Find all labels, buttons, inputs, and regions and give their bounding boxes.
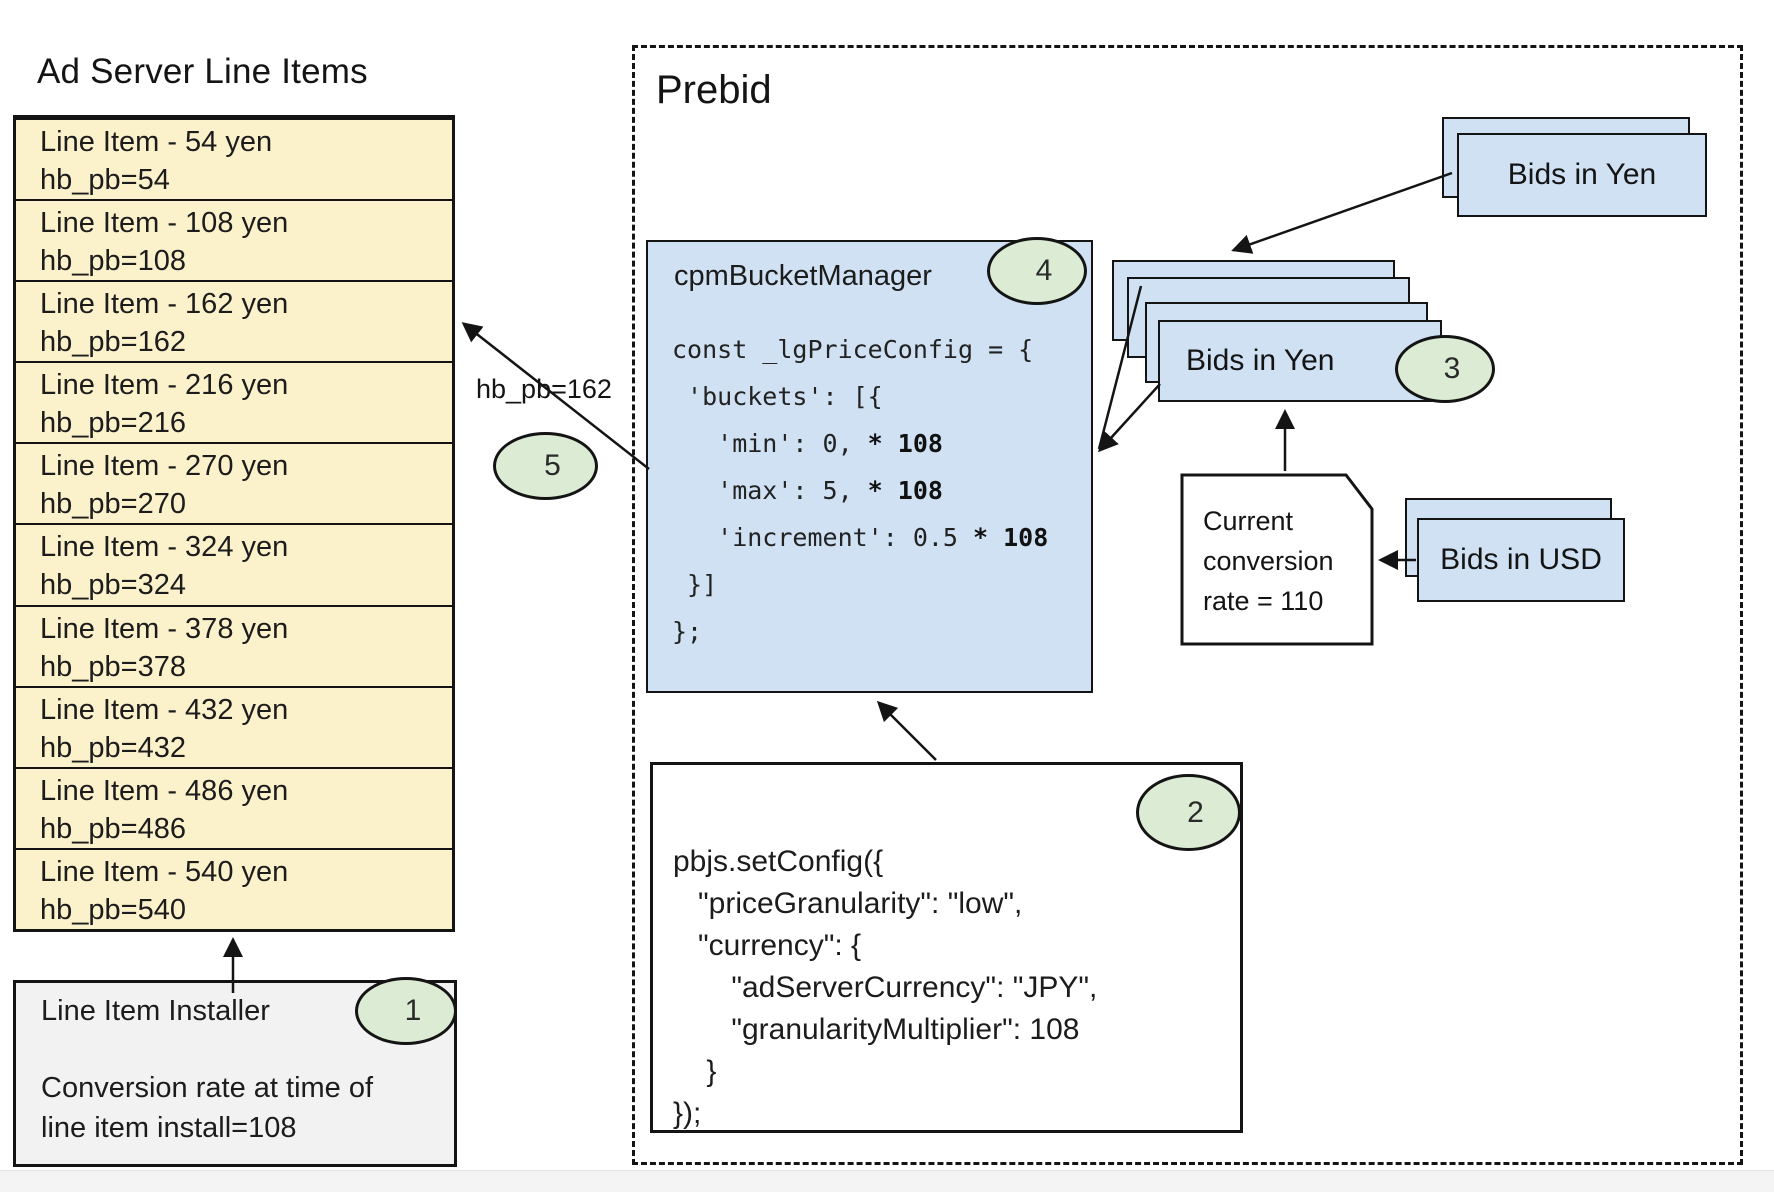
pbjs-code-line: }	[673, 1055, 717, 1088]
cpm-bucket-manager-box: cpmBucketManager const _lgPriceConfig = …	[646, 240, 1093, 693]
line-item-title: Line Item - 540 yen	[40, 855, 289, 888]
conversion-rate-note: Current conversion rate = 110	[1180, 473, 1375, 647]
line-item-hbpb: hb_pb=486	[40, 812, 186, 845]
bids-in-yen-incoming-label: Bids in Yen	[1507, 158, 1657, 191]
line-item-title: Line Item - 486 yen	[40, 774, 289, 807]
ad-server-title: Ad Server Line Items	[37, 52, 368, 91]
line-items-table: Line Item - 54 yen hb_pb=54 Line Item - …	[13, 115, 455, 932]
line-item-row: Line Item - 540 yen hb_pb=540	[16, 847, 452, 929]
slide-bottom-strip	[0, 1170, 1774, 1192]
line-item-hbpb: hb_pb=108	[40, 245, 186, 278]
line-item-hbpb: hb_pb=432	[40, 731, 186, 764]
line-item-row: Line Item - 54 yen hb_pb=54	[16, 118, 452, 199]
cpm-code-line: }]	[672, 570, 718, 599]
bids-in-yen-stack-label: Bids in Yen	[1186, 344, 1335, 377]
folded-note-shape	[1180, 473, 1374, 646]
pbjs-code-line: "granularityMultiplier": 108	[673, 1013, 1080, 1046]
cpm-bucket-manager-label: cpmBucketManager	[674, 260, 932, 292]
prebid-title: Prebid	[656, 68, 772, 112]
conversion-rate-text: Current conversion rate = 110	[1203, 506, 1334, 616]
step-badge-1: 1	[355, 977, 457, 1045]
bids-in-yen-incoming-card: Bids in Yen	[1457, 133, 1707, 217]
step-badge-2: 2	[1136, 774, 1241, 851]
line-item-row: Line Item - 108 yen hb_pb=108	[16, 199, 452, 280]
cpm-code-line: const _lgPriceConfig = {	[672, 335, 1034, 364]
line-item-title: Line Item - 162 yen	[40, 288, 289, 321]
bids-in-usd-label: Bids in USD	[1440, 543, 1602, 576]
pbjs-code-line: "currency": {	[673, 929, 862, 962]
line-item-title: Line Item - 378 yen	[40, 612, 289, 645]
hbpb-arrow-label: hb_pb=162	[476, 374, 612, 404]
line-item-hbpb: hb_pb=162	[40, 326, 186, 359]
line-item-hbpb: hb_pb=324	[40, 569, 186, 602]
bids-in-usd-card: Bids in USD	[1417, 518, 1625, 602]
cpm-code-line: 'min': 0, * 108	[672, 429, 943, 458]
pbjs-code-line: "priceGranularity": "low",	[673, 887, 1023, 920]
line-item-row: Line Item - 378 yen hb_pb=378	[16, 604, 452, 686]
line-item-title: Line Item - 270 yen	[40, 450, 289, 483]
line-item-hbpb: hb_pb=540	[40, 893, 186, 926]
line-item-hbpb: hb_pb=270	[40, 488, 186, 521]
line-item-row: Line Item - 216 yen hb_pb=216	[16, 361, 452, 442]
line-item-row: Line Item - 432 yen hb_pb=432	[16, 685, 452, 767]
line-item-title: Line Item - 216 yen	[40, 369, 289, 402]
pbjs-code-line: });	[673, 1097, 702, 1130]
line-item-row: Line Item - 324 yen hb_pb=324	[16, 523, 452, 604]
step-badge-4: 4	[987, 237, 1087, 305]
line-item-hbpb: hb_pb=216	[40, 407, 186, 440]
pbjs-code-block: pbjs.setConfig({ "priceGranularity": "lo…	[673, 841, 1097, 1135]
cpm-code-line: 'increment': 0.5 * 108	[672, 523, 1049, 552]
installer-note: Conversion rate at time of line item ins…	[41, 1072, 374, 1144]
cpm-code-line: 'max': 5, * 108	[672, 476, 943, 505]
installer-title: Line Item Installer	[41, 995, 270, 1027]
cpm-code-block: const _lgPriceConfig = { 'buckets': [{ '…	[672, 326, 1048, 655]
step-badge-5: 5	[493, 432, 598, 500]
line-item-row: Line Item - 486 yen hb_pb=486	[16, 766, 452, 848]
cpm-code-line: 'buckets': [{	[672, 382, 883, 411]
line-item-title: Line Item - 432 yen	[40, 693, 289, 726]
step-badge-3: 3	[1395, 335, 1495, 403]
prebid-dashed-frame	[632, 45, 1743, 1165]
bids-in-yen-stack-front-card: Bids in Yen	[1158, 320, 1442, 402]
line-item-hbpb: hb_pb=378	[40, 650, 186, 683]
cpm-code-line: };	[672, 617, 703, 646]
pbjs-code-line: pbjs.setConfig({	[673, 845, 884, 878]
line-item-title: Line Item - 108 yen	[40, 207, 289, 240]
pbjs-code-line: "adServerCurrency": "JPY",	[673, 971, 1098, 1004]
line-item-row: Line Item - 162 yen hb_pb=162	[16, 280, 452, 361]
line-item-row: Line Item - 270 yen hb_pb=270	[16, 442, 452, 523]
line-item-hbpb: hb_pb=54	[40, 164, 170, 196]
line-item-title: Line Item - 54 yen	[40, 126, 273, 158]
line-item-title: Line Item - 324 yen	[40, 531, 289, 564]
